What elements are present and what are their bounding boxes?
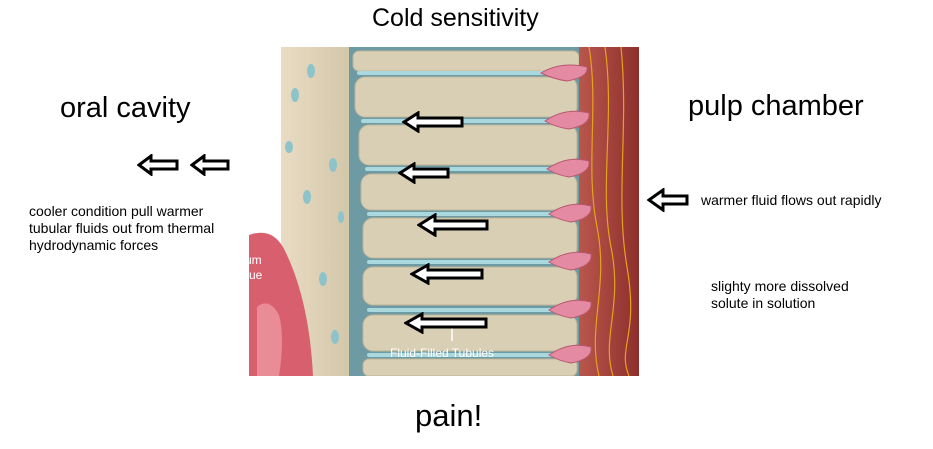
tissue-label-fragment: um bbox=[249, 253, 262, 267]
tubule-highlights bbox=[357, 71, 577, 357]
cooler-condition-note: cooler condition pull warmer tubular flu… bbox=[29, 203, 214, 254]
tissue-label-fragment: sue bbox=[249, 268, 263, 282]
left-arrow-icon bbox=[410, 263, 484, 285]
left-arrow-icon bbox=[417, 213, 489, 237]
warmer-fluid-note: warmer fluid flows out rapidly bbox=[701, 192, 882, 208]
solute-note-line: slighty more dissolved bbox=[711, 278, 849, 294]
nerve-fibers bbox=[588, 47, 632, 376]
cooler-note-line: cooler condition pull warmer bbox=[29, 203, 204, 219]
left-arrow-icon bbox=[402, 111, 464, 133]
dentin-spots bbox=[285, 64, 344, 344]
left-arrow-icon bbox=[647, 188, 689, 212]
solute-note-line: solute in solution bbox=[711, 295, 816, 311]
tubules-label: Fluid-Filled Tubules bbox=[390, 346, 494, 360]
cooler-note-line: hydrodynamic forces bbox=[29, 237, 159, 253]
pain-label: pain! bbox=[415, 398, 483, 433]
diagram-title: Cold sensitivity bbox=[372, 4, 539, 32]
gum-highlight bbox=[257, 303, 282, 376]
left-arrow-icon bbox=[398, 162, 450, 184]
left-arrow-icon bbox=[404, 312, 488, 334]
left-arrow-icon bbox=[137, 154, 179, 176]
pulp-chamber-heading: pulp chamber bbox=[688, 90, 864, 122]
cooler-note-line: tubular fluids out from thermal bbox=[29, 220, 215, 236]
dissolved-solute-note: slighty more dissolved solute in solutio… bbox=[711, 278, 849, 312]
oral-cavity-heading: oral cavity bbox=[60, 92, 191, 124]
left-arrow-icon bbox=[190, 154, 230, 176]
odontoblast-cells bbox=[539, 64, 592, 364]
